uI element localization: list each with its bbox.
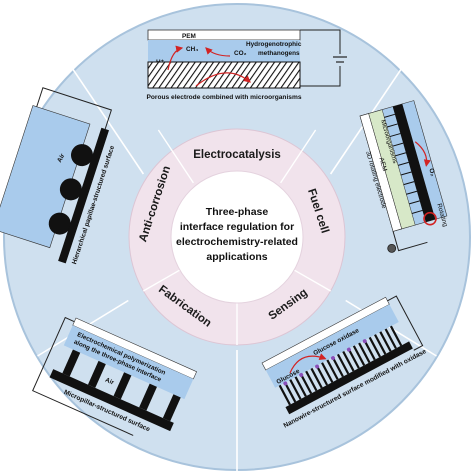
anti-corrosion-wire (36, 87, 113, 130)
micropillar-array (62, 349, 181, 422)
inner-dividers (142, 129, 332, 345)
panel-electrocatalysis: PEM CH₄ CO₂ H⁺ Hydrogenotrophic methanog… (147, 29, 347, 101)
sensing-top-layer (261, 296, 390, 371)
sensing-electrolyte (265, 304, 399, 388)
fuel-cell-wire (392, 231, 428, 252)
circuit-wire (300, 29, 341, 87)
papillae-array (48, 144, 93, 235)
rotating-electrode (392, 103, 436, 222)
fabrication-air-label: Air (104, 377, 115, 387)
sensing-arrow (289, 353, 327, 374)
ch4-label: CH₄ (186, 46, 198, 53)
sensing-wire (387, 295, 424, 351)
o2-arrow (414, 141, 431, 167)
reaction-arrow-3 (195, 72, 251, 87)
reaction-arrow-2 (205, 47, 231, 57)
load-icon (387, 243, 397, 253)
oxidase-dots (283, 339, 367, 386)
electrode-fibers (384, 113, 423, 214)
center-title-line-1: Three-phase (206, 206, 269, 218)
pem-label: PEM (182, 33, 196, 40)
pem-layer (147, 29, 301, 41)
electrocatalysis-caption: Porous electrode combined with microorga… (147, 94, 302, 101)
aem-label: AEM (377, 157, 388, 172)
rotation-arrow (423, 211, 437, 226)
o2-label: O₂ (427, 168, 436, 178)
center-title-line-4: applications (206, 251, 267, 263)
methanogens-label-line-2: methanogens (258, 50, 300, 57)
porous-electrode (147, 61, 301, 89)
center-title-line-3: electrochemistry-related (176, 236, 298, 248)
methanogens-label-line-1: Hydrogenotrophic (246, 41, 302, 48)
fabrication-substrate (49, 369, 174, 432)
fabrication-electrolyte (63, 325, 194, 400)
microorganism-layer (368, 109, 416, 230)
center-title: Three-phase interface regulation for ele… (176, 206, 298, 263)
nanowire-array (278, 325, 403, 406)
anti-corrosion-air-label: Air (56, 152, 67, 164)
center-title-line-2: interface regulation for (180, 221, 294, 233)
center-circle (170, 170, 304, 304)
electrolyte-layer (148, 40, 300, 62)
label-electrocatalysis: Electrocatalysis (193, 149, 281, 161)
co2-label: CO₂ (234, 50, 247, 57)
reaction-arrow-1 (167, 45, 184, 71)
fabrication-wire (32, 316, 134, 436)
anti-corrosion-substrate (58, 127, 109, 264)
sensing-substrate (285, 341, 413, 415)
